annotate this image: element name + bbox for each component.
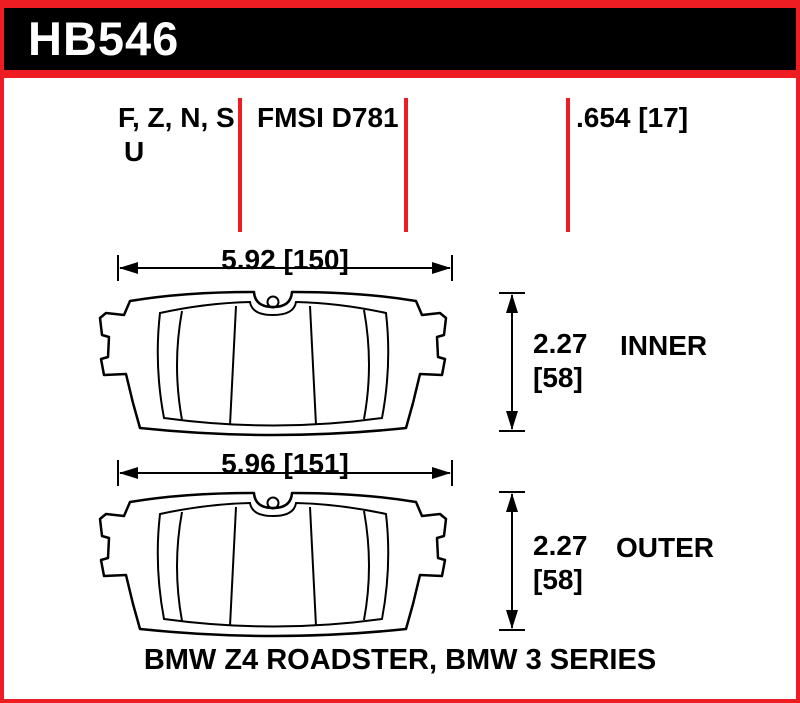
pad-thickness: .654 [17] [576,102,689,133]
outer-height-in: 2.27 [533,530,588,561]
brake-pad-inner-drawing [84,285,462,443]
header-bottom-red-stripe [0,70,800,78]
inner-width-dimension-arrow [116,255,454,281]
compound-codes-line1: F, Z, N, S [118,102,235,133]
red-separator-line-2 [404,98,408,232]
outer-height-dimension-arrow [499,490,525,632]
inner-height-dimension-arrow [499,291,525,433]
compound-codes-line2: U [124,136,145,167]
inner-label: INNER [620,330,708,361]
part-number: HB546 [28,12,180,65]
red-separator-line-3 [566,98,570,232]
fmsi-code: FMSI D781 [257,102,399,133]
outer-label: OUTER [616,532,714,563]
outer-width-dimension-arrow [116,460,454,486]
inner-height-in: 2.27 [533,328,588,359]
outer-height-mm: [58] [533,564,583,595]
inner-height-mm: [58] [533,362,583,393]
application-text: BMW Z4 ROADSTER, BMW 3 SERIES [143,644,657,676]
header-bar [0,8,800,70]
red-separator-line-1 [238,98,242,232]
top-red-stripe [0,0,800,8]
brake-pad-outer-drawing [84,486,462,644]
inner-width-dimension: 5.92 [150] [221,244,349,275]
